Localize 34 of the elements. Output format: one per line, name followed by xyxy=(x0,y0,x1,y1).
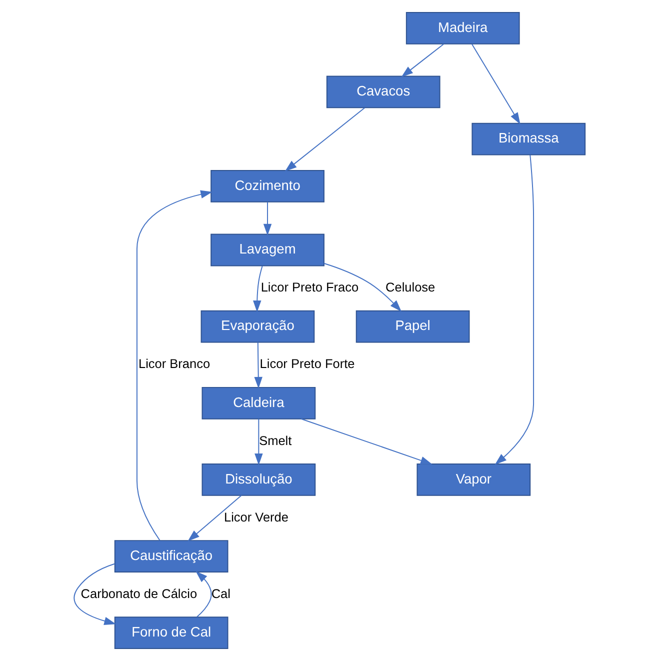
node-box: Dissolução xyxy=(201,464,316,496)
edge-label: Smelt xyxy=(258,432,292,448)
edge-label: Licor Preto Forte xyxy=(259,356,354,372)
arrow xyxy=(252,266,262,312)
arrow xyxy=(195,571,212,618)
edge-label: Licor Branco xyxy=(138,356,210,372)
edge-label: Carbonato de Cálcio xyxy=(80,586,197,601)
node-box: Evaporação xyxy=(200,310,314,343)
node-box: Lavagem xyxy=(210,234,324,266)
node-box: Madeira xyxy=(405,12,520,44)
node-box: Vapor xyxy=(416,464,530,496)
arrow xyxy=(300,418,432,464)
arrow xyxy=(136,190,212,541)
edge-label: Celulose xyxy=(385,280,435,295)
arrow xyxy=(400,44,444,78)
node-box: Caustificação xyxy=(114,540,228,572)
edge-label: Licor Verde xyxy=(223,509,288,524)
arrow xyxy=(323,262,401,312)
arrow xyxy=(284,107,365,172)
node-box: Cavacos xyxy=(326,76,440,108)
node-box: Caldeira xyxy=(201,386,316,420)
edge-label: Cal xyxy=(210,586,230,601)
arrow xyxy=(262,202,272,236)
arrow xyxy=(254,418,262,466)
node-box: Cozimento xyxy=(210,170,324,202)
arrow xyxy=(471,44,520,124)
node-box: Forno de Cal xyxy=(114,616,228,650)
arrow xyxy=(254,342,262,389)
arrow xyxy=(187,494,242,542)
node-box: Papel xyxy=(355,310,470,343)
arrow xyxy=(494,154,534,465)
edge-label: Licor Preto Fraco xyxy=(260,280,358,295)
node-box: Biomassa xyxy=(471,122,586,156)
arrow xyxy=(73,563,116,626)
